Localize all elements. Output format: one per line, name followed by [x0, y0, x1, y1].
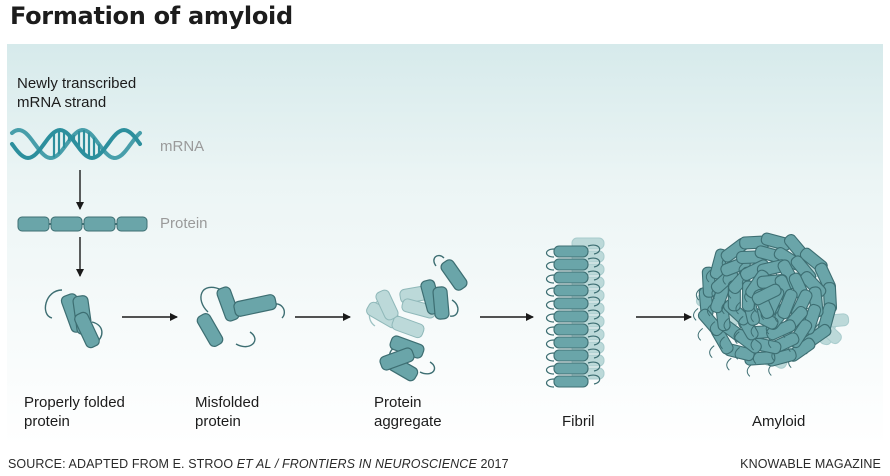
figure-title: Formation of amyloid [10, 2, 293, 30]
stage-2-label: Misfolded protein [195, 394, 260, 430]
fibril-loop [587, 374, 601, 385]
stage-3-label: Protein aggregate [374, 394, 442, 430]
protein-aggregate-icon [366, 254, 468, 382]
fibril-strand [553, 284, 589, 297]
stage-4-label: Fibril [562, 413, 595, 430]
amyloid-fragment [697, 308, 724, 337]
fibril-loop [587, 296, 601, 307]
fibril-loop [587, 348, 601, 359]
fibril-loop [587, 309, 601, 320]
mrna-label: mRNA [160, 138, 205, 155]
fibril-loop [587, 283, 601, 294]
fibril-strand [553, 297, 589, 310]
amyloid-loop [734, 331, 740, 345]
amyloid-fragment [751, 283, 782, 306]
fibril-loop [587, 361, 601, 372]
fibril-icon [545, 237, 605, 388]
fibril-loop [545, 248, 555, 258]
mrna-strand-label: mRNA strand [17, 94, 107, 111]
amyloid-loop [693, 308, 699, 321]
amyloid-loop [750, 324, 757, 337]
amyloid-loop [721, 301, 727, 315]
fibril-loop [587, 257, 601, 268]
protein-chain-icon [17, 216, 148, 232]
protein-label: Protein [160, 215, 208, 232]
amyloid-loop [695, 287, 702, 301]
amyloid-loop [738, 315, 744, 329]
fibril-strand [553, 375, 589, 388]
fibril-strand [553, 310, 589, 323]
fibril-loop [545, 313, 555, 323]
fibril-loop [545, 378, 555, 388]
fibril-strand [553, 336, 589, 349]
amyloid-loop [723, 318, 729, 331]
fibril-strand [553, 271, 589, 284]
fibril-loop [587, 244, 601, 255]
fibril-strand [553, 258, 589, 271]
helix-strand [10, 127, 142, 161]
amyloid-loop [750, 309, 756, 323]
amyloid-loop [719, 336, 725, 350]
fibril-strand [553, 362, 589, 375]
stage-5-label: Amyloid [752, 413, 806, 430]
fibril-loop [545, 274, 555, 284]
stage-1-label: Properly folded protein [24, 394, 125, 430]
amyloid-loop [709, 321, 716, 334]
misfolded-protein-icon [196, 286, 286, 348]
fibril-loop [545, 300, 555, 310]
fibril-loop [545, 365, 555, 375]
amyloid-loop [697, 328, 704, 341]
fibril-loop [587, 270, 601, 281]
fibril-loop [545, 287, 555, 297]
amyloid-fragment [777, 288, 798, 320]
amyloid-loop [726, 357, 732, 371]
fibril-strand [553, 323, 589, 336]
mrna-helix-icon [10, 127, 142, 161]
amyloid-loop [735, 301, 741, 315]
amyloid-loop [705, 269, 712, 283]
fibril-loop [587, 322, 601, 333]
fibril-loop [545, 261, 555, 271]
fibril-loop [545, 326, 555, 336]
publisher-credit: KNOWABLE MAGAZINE [740, 457, 881, 471]
amyloid-icon [693, 232, 850, 377]
amyloid-loop [734, 346, 741, 360]
fibril-loop [545, 339, 555, 349]
amyloid-loop [746, 364, 753, 377]
source-credit: SOURCE: ADAPTED FROM E. STROO ET AL / FR… [8, 457, 509, 471]
fibril-loop [587, 335, 601, 346]
fibril-loop [545, 352, 555, 362]
amyloid-loop [709, 345, 715, 359]
fibril-strand [553, 245, 589, 258]
helix-strand [10, 127, 142, 161]
fibril-strand [553, 349, 589, 362]
properly-folded-protein-icon [44, 289, 103, 349]
newly-transcribed-label: Newly transcribed [17, 75, 137, 92]
